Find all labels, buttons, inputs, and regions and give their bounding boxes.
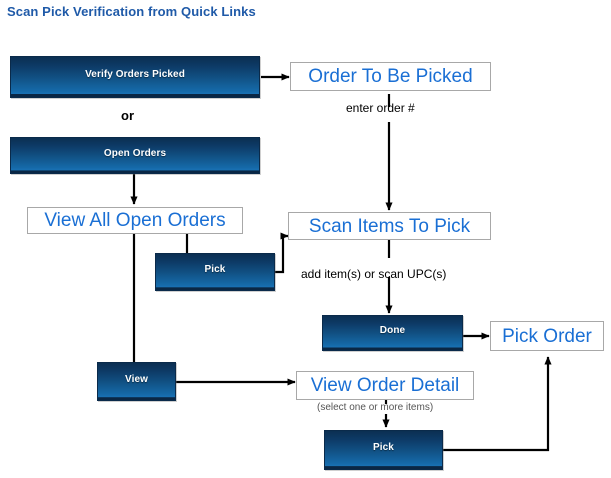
screen-view-order-detail[interactable]: View Order Detail — [296, 371, 474, 400]
button-pick-scan[interactable]: Pick — [155, 253, 275, 291]
screen-order-to-be-picked[interactable]: Order To Be Picked — [290, 62, 491, 91]
button-verify-orders-picked[interactable]: Verify Orders Picked — [10, 56, 260, 98]
label-or-divider: or — [121, 108, 134, 123]
screen-scan-items-to-pick[interactable]: Scan Items To Pick — [288, 212, 491, 240]
button-done[interactable]: Done — [322, 315, 463, 351]
label-select-one-or-more-items: (select one or more items) — [317, 402, 434, 413]
page-title: Scan Pick Verification from Quick Links — [7, 4, 256, 19]
edge-pick-to-scan — [275, 232, 289, 274]
label-add-items-or-scan-upc: add item(s) or scan UPC(s) — [301, 267, 447, 281]
screen-view-all-open-orders[interactable]: View All Open Orders — [27, 207, 243, 234]
button-view[interactable]: View — [97, 362, 176, 401]
button-pick-detail[interactable]: Pick — [324, 430, 443, 470]
screen-pick-order[interactable]: Pick Order — [490, 321, 604, 351]
button-open-orders[interactable]: Open Orders — [10, 137, 260, 174]
label-enter-order-number: enter order # — [346, 101, 415, 115]
